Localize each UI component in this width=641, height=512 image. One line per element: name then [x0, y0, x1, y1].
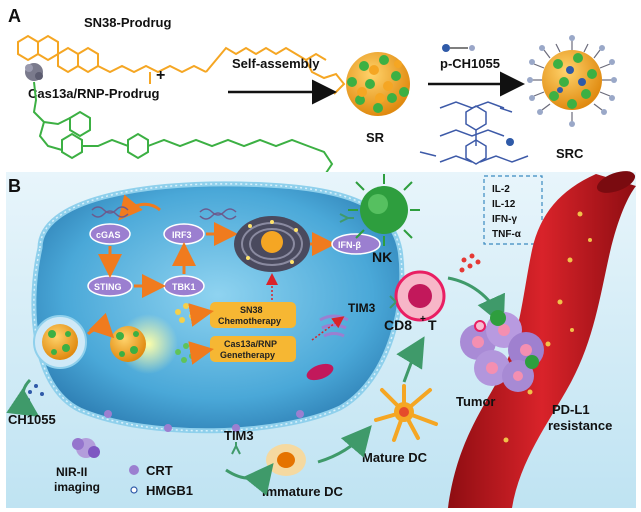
nk-cell	[348, 174, 420, 246]
cytokine-box	[483, 175, 543, 245]
tim3-top-receptor-icon	[389, 295, 397, 309]
src-label: SRC	[556, 146, 584, 161]
cas-gene-line2: Genetherapy	[220, 350, 275, 360]
src-nanoparticle	[527, 35, 617, 127]
vessel-lumen	[596, 171, 636, 193]
hmgb1-legend-icon	[130, 486, 138, 494]
ch1055-label: CH1055	[8, 412, 56, 427]
nucleus-er-icon	[234, 216, 310, 272]
panel-b: B cGAS STING IRF3 TBK1	[6, 171, 636, 508]
ifn-beta-label: IFN-β	[338, 240, 361, 250]
mature-dc-label: Mature DC	[362, 450, 428, 465]
cas13a-prodrug-label: Cas13a/RNP-Prodrug	[28, 86, 160, 101]
sr-nanoparticle	[346, 52, 410, 116]
self-assembly-label: Self-assembly	[232, 56, 320, 71]
peg-linker-icon	[442, 44, 475, 52]
cd8-label: CD8	[384, 317, 412, 333]
crt-legend-icon	[129, 465, 139, 475]
cgas-label: cGAS	[96, 230, 121, 240]
cd8-t-cell	[394, 270, 446, 322]
sn38-prodrug-structure	[17, 34, 346, 95]
cytokine-tnf-alpha: TNF-α	[492, 229, 522, 240]
cas-gene-box	[210, 336, 296, 362]
tumor-mass	[460, 310, 544, 392]
arrow-to-immature-dc	[225, 462, 274, 496]
mitochondria-icon	[306, 363, 334, 381]
immature-dc-cell	[266, 444, 306, 476]
mature-dc-cell	[374, 384, 438, 442]
cgas-node	[89, 223, 131, 245]
tim3-top-label: TIM3	[348, 301, 376, 315]
cas13a-protein-icon	[25, 63, 43, 81]
blood-vessel	[448, 174, 636, 508]
sn38-chemo-box	[210, 302, 296, 328]
entering-nanoparticle	[33, 315, 87, 369]
tim3-bottom-label: TIM3	[224, 428, 254, 443]
nk-receptor-icon	[339, 213, 354, 223]
arrow-to-cd8	[396, 336, 425, 383]
ch1055-end-group	[506, 138, 514, 146]
internalized-nanoparticle	[110, 326, 146, 362]
arrow-to-mature-dc	[317, 425, 372, 464]
pdl1-label-1: PD-L1	[552, 402, 590, 417]
arrow-dna-cgas	[118, 194, 161, 221]
arrow-to-gene	[188, 341, 214, 365]
cell-membrane	[33, 183, 403, 432]
cytokine-il2: IL-2	[492, 184, 510, 195]
crt-label: CRT	[146, 463, 173, 478]
arrow-endocytosis	[86, 312, 115, 339]
nir-label-2: imaging	[54, 480, 100, 494]
nir-label-1: NIR-II	[56, 465, 87, 479]
cytokine-ifn-gamma: IFN-γ	[492, 214, 517, 225]
hmgb1-label: HMGB1	[146, 483, 193, 498]
nk-label: NK	[372, 249, 392, 265]
pdl1-label-2: resistance	[548, 418, 612, 433]
sn38-chemo-line1: SN38	[240, 305, 263, 315]
plus-sign: +	[156, 67, 165, 84]
arrow-to-chemo	[188, 303, 214, 327]
crt-markers	[104, 410, 304, 432]
tumor-label: Tumor	[456, 394, 495, 409]
panel-a: A SN38-Prodrug + Cas13a/RNP-Prodrug	[8, 6, 617, 177]
cytokine-dots	[459, 253, 481, 273]
ifn-beta-node	[331, 233, 381, 255]
p-ch1055-label: p-CH1055	[440, 56, 500, 71]
immature-dc-label: Immature DC	[262, 484, 344, 499]
sr-label: SR	[366, 130, 385, 145]
cd8-t-label: T	[428, 317, 437, 333]
cd8-sup-label: +	[420, 314, 426, 325]
dna-fragment-icon	[91, 206, 237, 220]
irf3-label: IRF3	[172, 230, 192, 240]
panel-a-label: A	[8, 6, 21, 26]
sn38-chemo-line2: Chemotherapy	[218, 316, 281, 326]
panel-b-label: B	[8, 176, 21, 196]
cas-gene-line1: Cas13a/RNP	[224, 339, 277, 349]
nir-imaging-icon	[72, 438, 100, 458]
arrow-ch1055-release	[6, 378, 40, 417]
vessel-particles	[503, 211, 592, 443]
sting-label: STING	[94, 282, 122, 292]
cytokine-il12: IL-12	[492, 199, 516, 210]
sn38-prodrug-label: SN38-Prodrug	[84, 15, 171, 30]
tbk1-label: TBK1	[172, 282, 196, 292]
tim3-bottom-receptor-icon	[231, 442, 241, 455]
cas13a-prodrug-structure	[32, 81, 334, 177]
ch1055-polymer-structure	[419, 101, 529, 165]
